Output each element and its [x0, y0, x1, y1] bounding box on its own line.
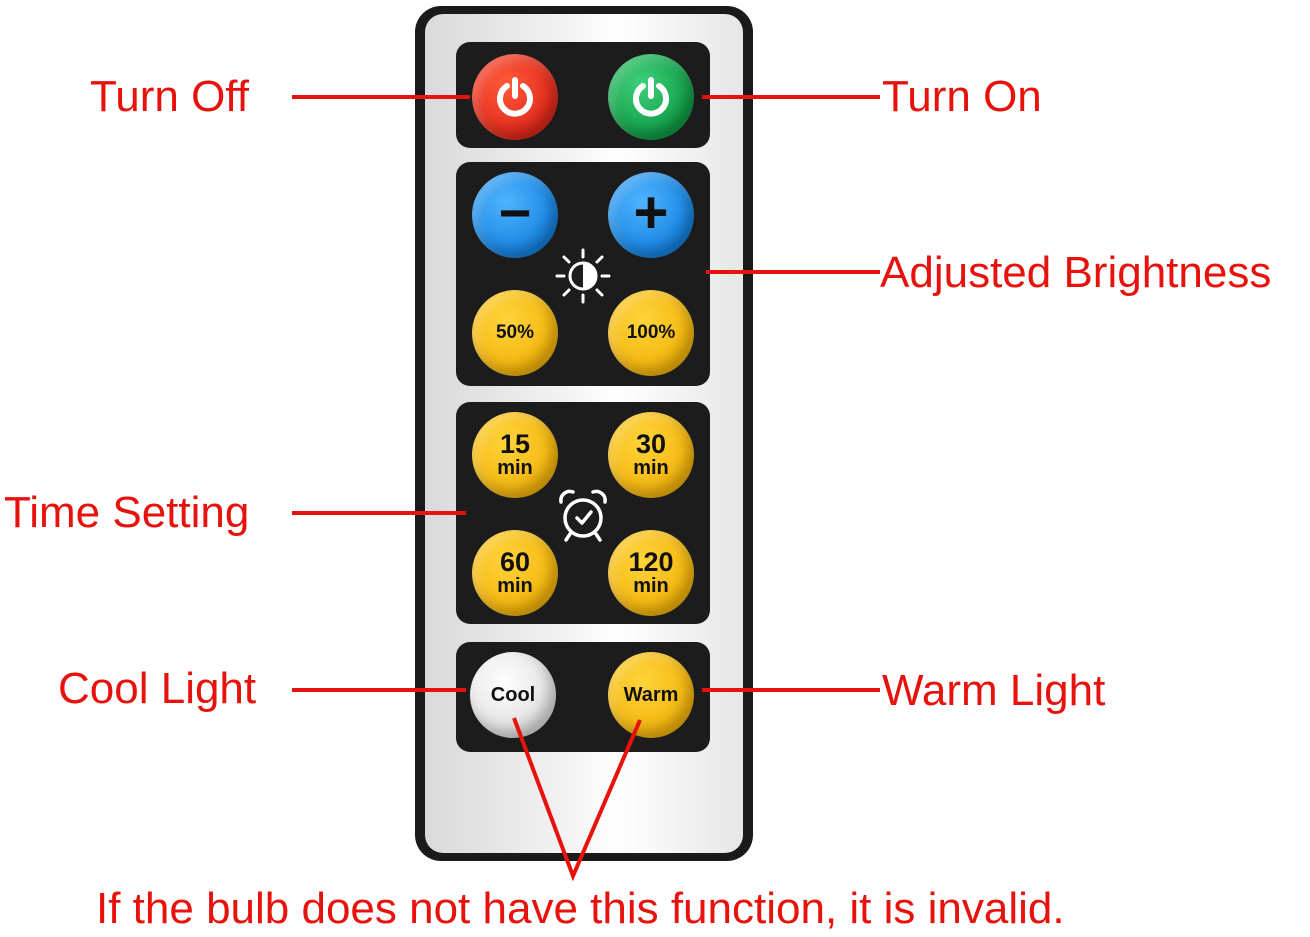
timer-15-button[interactable]: 15 min	[472, 412, 558, 498]
turn-on-button[interactable]	[608, 54, 694, 140]
timer-15-number: 15	[499, 429, 531, 459]
note-label: If the bulb does not have this function,…	[96, 884, 1065, 933]
brightness-100-label: 100%	[626, 322, 676, 343]
note-pointer	[512, 717, 642, 882]
brightness-50-button[interactable]: 50%	[472, 290, 558, 376]
timer-60-button[interactable]: 60 min	[472, 530, 558, 616]
cool-light-label: Cool	[490, 683, 536, 706]
plus-glyph: +	[633, 179, 669, 246]
brightness-50-label: 50%	[495, 322, 535, 343]
turn-off-button[interactable]	[472, 54, 558, 140]
timer-60-number: 60	[499, 547, 531, 577]
warm-light-button[interactable]: Warm	[608, 652, 694, 738]
time-setting-label: Time Setting	[4, 488, 250, 537]
brightness-label: Adjusted Brightness	[880, 248, 1272, 297]
power-icon	[633, 77, 669, 117]
turn-off-pointer	[292, 95, 470, 99]
warm-light-pointer	[702, 688, 880, 692]
minus-glyph: −	[498, 181, 532, 244]
turn-on-label: Turn On	[882, 72, 1042, 121]
cool-light-button[interactable]: Cool	[470, 652, 556, 738]
power-icon	[497, 77, 533, 117]
timer-15-unit: min	[497, 457, 533, 479]
brightness-100-button[interactable]: 100%	[608, 290, 694, 376]
turn-on-pointer	[702, 95, 880, 99]
brightness-down-button[interactable]: −	[472, 172, 558, 258]
warm-light-label-text: Warm Light	[882, 666, 1106, 715]
timer-120-number: 120	[628, 547, 674, 577]
brightness-pointer	[706, 270, 880, 274]
cool-light-label-text: Cool Light	[58, 664, 257, 713]
timer-30-unit: min	[633, 457, 669, 479]
timer-120-unit: min	[633, 575, 669, 597]
turn-off-label: Turn Off	[90, 72, 249, 121]
timer-60-unit: min	[497, 575, 533, 597]
timer-120-button[interactable]: 120 min	[608, 530, 694, 616]
brightness-icon	[555, 248, 611, 304]
timer-30-number: 30	[635, 429, 667, 459]
alarm-clock-icon	[559, 489, 607, 542]
brightness-up-button[interactable]: +	[608, 172, 694, 258]
timer-30-button[interactable]: 30 min	[608, 412, 694, 498]
cool-light-pointer	[292, 688, 466, 692]
time-setting-pointer	[292, 511, 466, 515]
warm-light-label: Warm	[623, 683, 679, 706]
